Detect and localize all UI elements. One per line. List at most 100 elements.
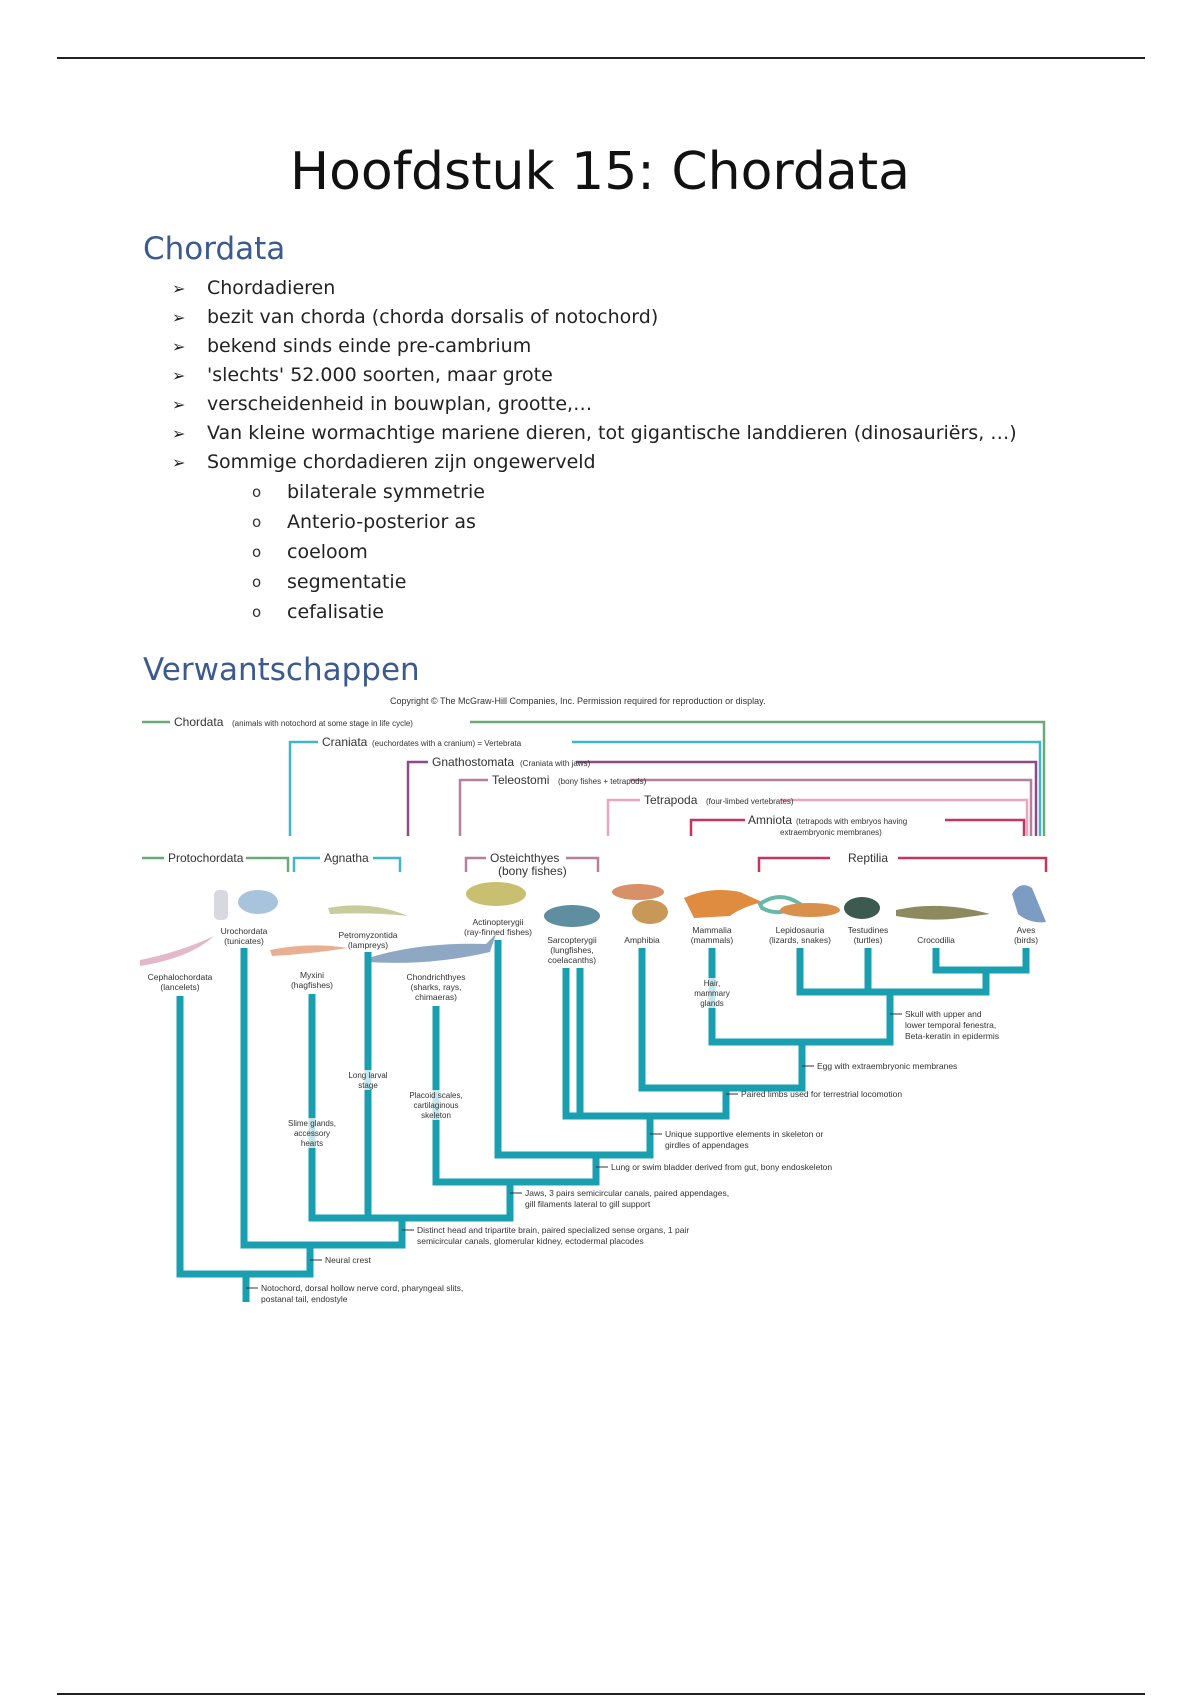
synapomorphy-text: Beta-keratin in epidermis [905,1031,999,1041]
circle-bullet-icon: o [252,573,262,591]
synapomorphy-text: semicircular canals, glomerular kidney, … [417,1236,644,1246]
turtle-illustration [844,897,880,919]
craniata-desc: (euchordates with a cranium) = Vertebrat… [372,739,522,748]
bracket-tetrapoda [606,798,1029,836]
synapomorphy-text: Distinct head and tripartite brain, pair… [417,1225,689,1235]
bracket-amniota [689,818,1026,836]
reptilia-label: Reptilia [848,851,888,865]
arrow-bullet-icon: ➢ [172,337,186,356]
synapomorphy-text: Paired limbs used for terrestrial locomo… [741,1089,902,1099]
taxon-myxini: Myxini [300,970,324,980]
taxon-petromyzontida-common: (lampreys) [348,940,388,950]
placoid-label-bg [402,1090,470,1120]
synapomorphy-text: Jaws, 3 pairs semicircular canals, paire… [525,1188,729,1198]
bracket-teleostomi [458,778,1033,836]
taxon-chondrichthyes: Chondrichthyes [406,972,465,982]
circle-bullet-icon: o [252,603,262,621]
synapomorphy-text: Lung or swim bladder derived from gut, b… [611,1162,832,1172]
bullet-text: Van kleine wormachtige mariene dieren, t… [207,422,1017,444]
tunicate-illustration [214,890,228,920]
coelacanth-illustration [544,905,600,927]
synapomorphy-text: Notochord, dorsal hollow nerve cord, pha… [261,1283,463,1293]
synapomorphy-diapsid: Skull with upper and lower temporal fene… [890,1009,999,1041]
taxon-testudines-common: (turtles) [854,935,883,945]
branch-teleostomi [494,940,654,1159]
synapomorphy-text: Egg with extraembryonic membranes [817,1061,957,1071]
slime-label-3: hearts [301,1139,323,1148]
amniota-desc: (tetrapods with embryos having [796,817,907,826]
gnathostomata-label: Gnathostomata [432,755,514,769]
osteichthyes-desc: (bony fishes) [498,864,567,878]
gnathostomata-desc: (Craniata with jaws) [520,759,591,768]
synapomorphy-text: gill filaments lateral to gill support [525,1199,651,1209]
taxon-labels: Cephalochordata (lancelets) Urochordata … [148,917,1039,1002]
sub-bullet-item: o cefalisatie [252,597,1017,627]
larval-label-bg [338,1070,398,1090]
osteichthyes-label: Osteichthyes [490,851,559,865]
arrow-bullet-icon: ➢ [172,395,186,414]
circle-bullet-icon: o [252,543,262,561]
section-heading-verwantschappen: Verwantschappen [143,652,420,688]
larval-label-1: Long larval [348,1071,387,1080]
branch-sarcopterygii [562,968,730,1120]
salamander-illustration [612,884,664,900]
crocodile-illustration [896,905,990,920]
taxon-amphibia: Amphibia [624,935,660,945]
tetrapoda-label: Tetrapoda [644,793,698,807]
sub-bullet-text: Anterio-posterior as [287,511,476,533]
taxon-chondrichthyes-common: (sharks, rays, [410,982,461,992]
chordata-cladogram-figure: Copyright © The McGraw-Hill Companies, I… [140,690,1060,1310]
larval-label-2: stage [358,1081,378,1090]
branch-craniata [240,948,406,1249]
taxon-crocodilia: Crocodilia [917,935,955,945]
arrow-bullet-icon: ➢ [172,453,186,472]
craniata-label: Craniata [322,735,368,749]
ray-finned-fish-illustration [466,882,526,906]
arrow-bullet-icon: ➢ [172,279,186,298]
bracket-agnatha [292,856,402,872]
agnatha-label: Agnatha [324,851,369,865]
bullet-item: ➢Chordadieren [172,274,1017,303]
sub-bullet-text: coeloom [287,541,368,563]
synapomorphy-text: girdles of appendages [665,1140,749,1150]
branch-labels: Hair, mammary glands Long larval stage S… [288,979,730,1148]
sub-bullet-text: cefalisatie [287,601,384,623]
hair-label-3: glands [700,999,724,1008]
page-title: Hoofdstuk 15: Chordata [289,142,910,202]
synapomorphy-paired-limbs: Paired limbs used for terrestrial locomo… [726,1089,902,1099]
taxon-cephalochordata: Cephalochordata [148,972,213,982]
bullet-item: ➢ Van kleine wormachtige mariene dieren, … [172,419,1017,448]
branch-aves-crocodilia [932,948,1030,974]
bullet-item: ➢Sommige chordadieren zijn ongewerveld [172,448,1017,477]
bullet-item: ➢bezit van chorda (chorda dorsalis of no… [172,303,1017,332]
taxon-mammalia: Mammalia [692,925,731,935]
arrow-bullet-icon: ➢ [172,424,186,443]
chordata-label: Chordata [174,715,224,729]
bullet-text: bekend sinds einde pre-cambrium [207,335,532,357]
placoid-label-2: cartilaginous [414,1101,459,1110]
amniota-label: Amniota [748,813,792,827]
header-rule [57,57,1145,59]
bullet-item: ➢'slechts' 52.000 soorten, maar grote [172,361,1017,390]
slime-label-1: Slime glands, [288,1119,336,1128]
tetrapoda-desc: (four-limbed vertebrates) [706,797,794,806]
taxon-actinopterygii-common: (ray-finned fishes) [464,927,532,937]
hagfish-illustration [270,945,348,956]
top-brackets [142,720,1046,836]
bracket-chordata [142,720,1046,836]
arrow-bullet-icon: ➢ [172,308,186,327]
hair-label-bg [684,978,740,1008]
taxon-urochordata: Urochordata [221,926,268,936]
synapomorphy-annotations: Skull with upper and lower temporal fene… [246,1009,999,1304]
section-heading-chordata: Chordata [143,231,286,267]
circle-bullet-icon: o [252,483,262,501]
synapomorphy-notochord: Notochord, dorsal hollow nerve cord, pha… [246,1283,463,1304]
frog-illustration [632,900,668,924]
chordata-desc: (animals with notochord at some stage in… [232,719,413,728]
lamprey-illustration [328,905,408,916]
bullet-item: ➢verscheidenheid in bouwplan, grootte,… [172,390,1017,419]
taxon-actinopterygii: Actinopterygii [472,917,523,927]
